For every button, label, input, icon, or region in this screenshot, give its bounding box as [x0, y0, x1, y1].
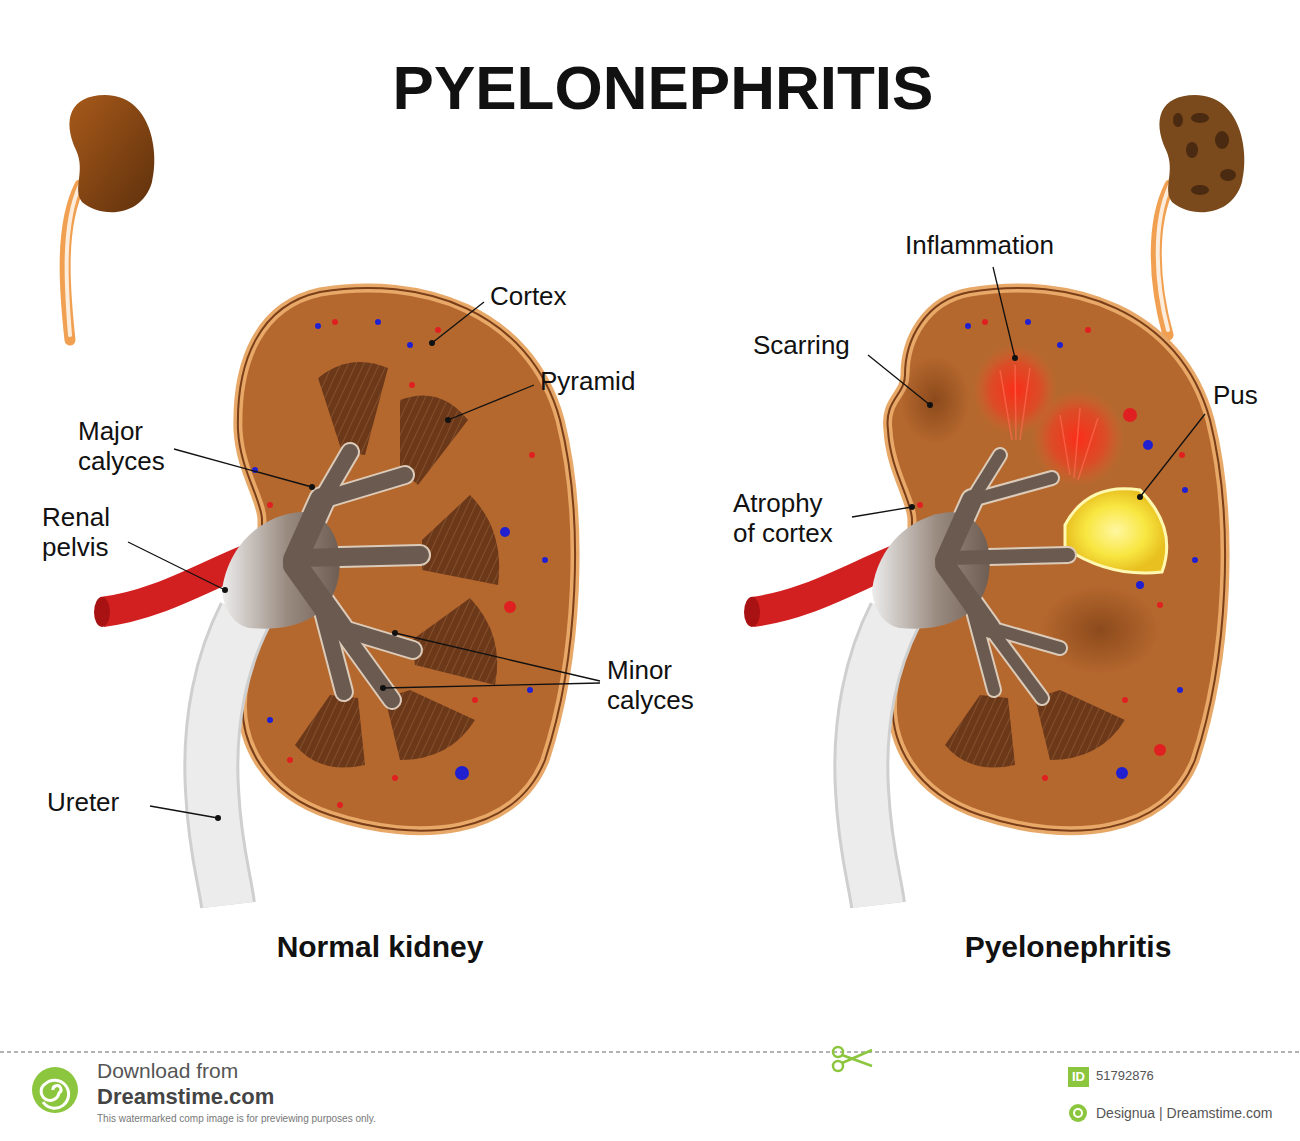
id-badge: ID [1068, 1067, 1089, 1087]
badge-text: ID [1072, 1069, 1085, 1085]
part-label: Scarring [753, 331, 850, 361]
watermark-text: Download from [97, 1059, 238, 1083]
small-kidney-diseased [1156, 95, 1244, 335]
part-label: Pus [1213, 381, 1258, 411]
watermark-text: Dreamstime.com [97, 1084, 274, 1109]
part-label: Inflammation [905, 231, 1054, 261]
part-label: Ureter [47, 788, 119, 818]
part-label: Atrophy of cortex [733, 489, 848, 549]
normal-kidney [94, 288, 575, 905]
leader-lines [128, 267, 1205, 821]
figure-caption: Pyelonephritis [918, 930, 1218, 965]
figure-caption: Normal kidney [230, 930, 530, 965]
part-label: Cortex [490, 282, 567, 312]
watermark-text: 51792876 [1096, 1069, 1154, 1084]
part-label: Pyramid [540, 367, 635, 397]
diagram-title: PYELONEPHRITIS [300, 52, 1026, 123]
diseased-kidney [744, 288, 1225, 905]
footer-decoration [0, 1047, 1300, 1122]
part-label: Major calyces [78, 417, 198, 477]
part-label: Renal pelvis [42, 503, 142, 563]
watermark-text: Designua | Dreamstime.com [1096, 1105, 1272, 1121]
watermark-text: This watermarked comp image is for previ… [97, 1113, 376, 1125]
part-label: Minor calyces [607, 656, 727, 716]
small-kidney [65, 95, 154, 340]
